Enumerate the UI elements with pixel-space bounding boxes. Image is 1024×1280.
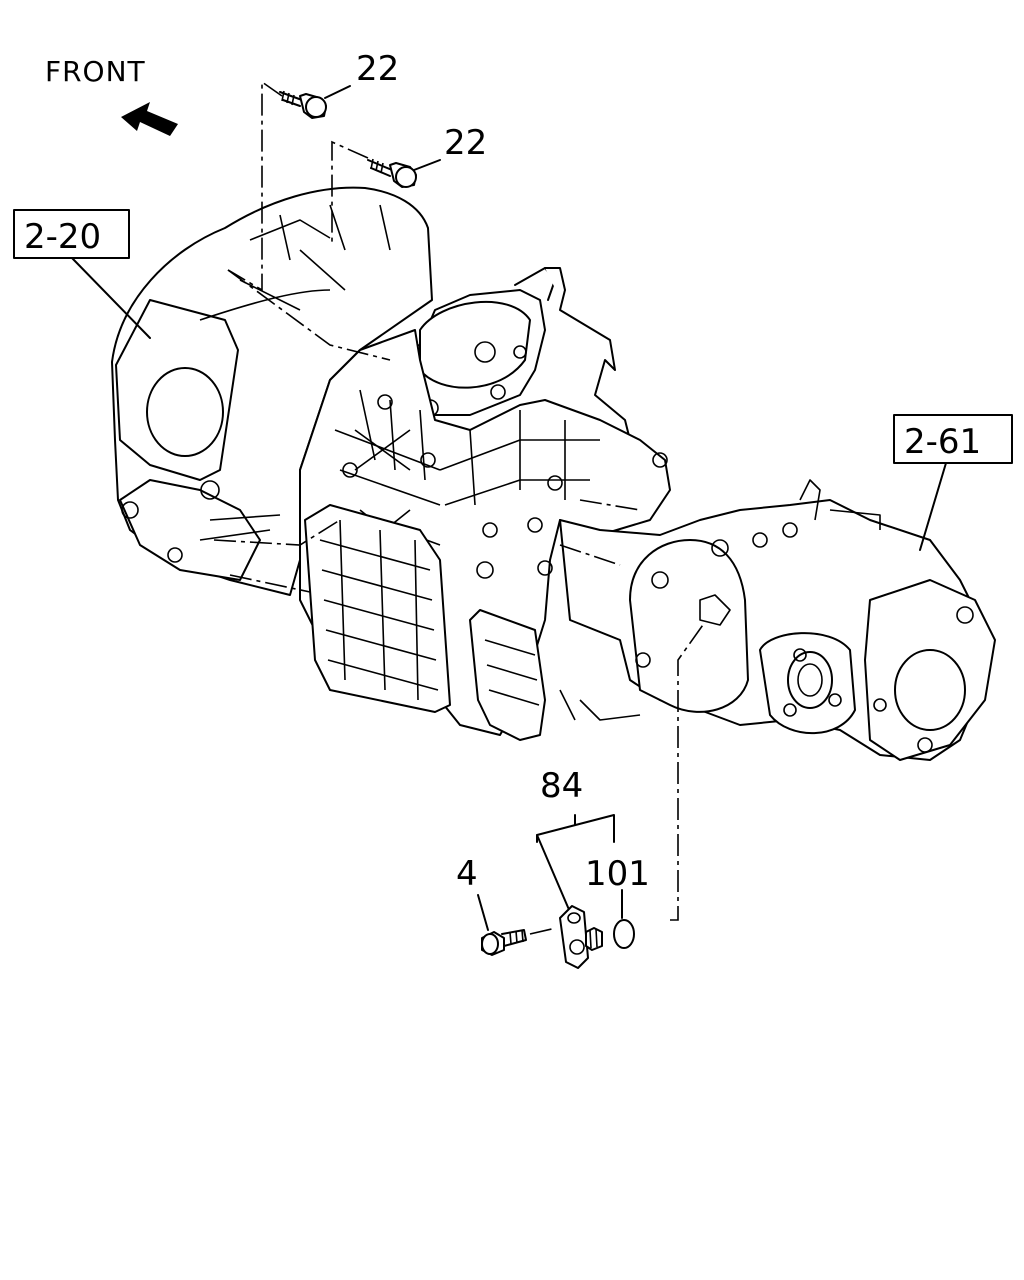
callout-22-upper: 22	[356, 49, 399, 89]
reference-leader-2-61	[919, 462, 947, 551]
assembly-line-bolt-bracket	[529, 927, 557, 935]
callout-101: 101	[585, 854, 650, 894]
callout-22-lower: 22	[444, 123, 487, 163]
reference-box-2-61	[893, 414, 1013, 464]
callout-84: 84	[540, 766, 583, 806]
transmission-assembly-icon	[111, 186, 996, 761]
reference-leader-2-20	[71, 257, 151, 339]
callout-leader-22-upper	[324, 85, 351, 99]
callout-leader-4	[477, 894, 489, 931]
front-arrow-icon	[121, 102, 178, 136]
callout-leader-84-part	[536, 834, 571, 913]
reference-label-2-61: 2-61	[904, 422, 981, 462]
reference-box-2-20	[13, 209, 130, 259]
callout-leader-22-lower	[413, 159, 441, 171]
bolt-22-lower-icon	[367, 158, 417, 188]
reference-label-2-20: 2-20	[24, 217, 101, 257]
o-ring-101-icon	[613, 919, 635, 949]
bracket-84-icon	[559, 905, 603, 969]
front-label: FRONT	[45, 55, 146, 88]
callout-4: 4	[456, 854, 478, 894]
bolt-22-upper-icon	[279, 90, 327, 119]
bolt-4-icon	[481, 929, 527, 956]
assembly-leader-lines	[213, 80, 706, 921]
